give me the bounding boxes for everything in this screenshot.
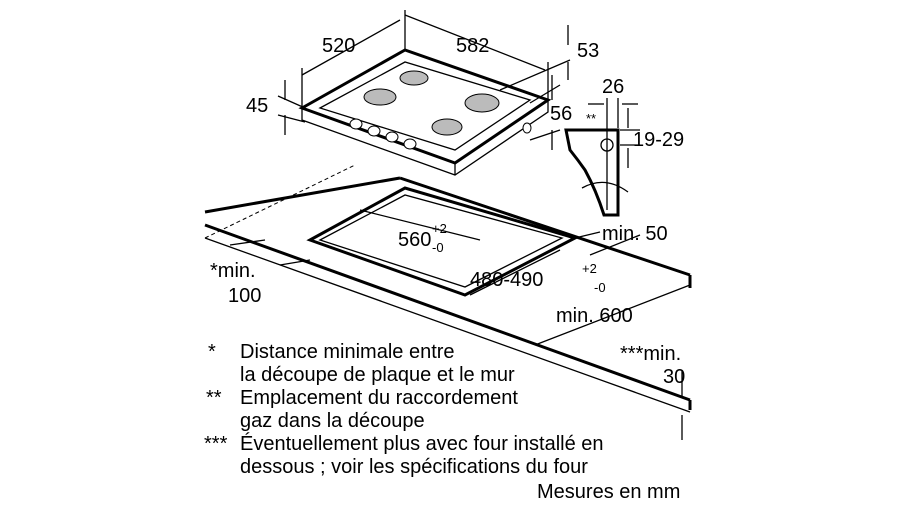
hob-dimension-lines [277, 10, 571, 150]
note-2-line-1: Emplacement du raccordement [240, 387, 518, 409]
dim-min-30-value: 30 [663, 366, 685, 388]
dim-min-600: min. 600 [556, 305, 633, 327]
note-2-marker: ** [206, 387, 222, 409]
dim-cutout-width-tol-plus: +2 [432, 221, 447, 236]
dim-cutout-width-tol-minus: -0 [432, 240, 444, 255]
dim-min-100-label: *min. [210, 260, 256, 282]
note-2-line-2: gaz dans la découpe [240, 410, 425, 432]
note-1-line-2: la découpe de plaque et le mur [240, 364, 515, 386]
note-3-line-1: Éventuellement plus avec four installé e… [240, 432, 604, 455]
dim-56: 56 [550, 103, 572, 125]
units-note: Mesures en mm [537, 481, 680, 503]
worktop-drawing [204, 164, 692, 413]
profile-detail [564, 98, 640, 217]
dim-min-30-label: ***min. [620, 343, 681, 365]
gas-connection-marker: ** [586, 111, 596, 126]
note-3-line-2: dessous ; voir les spécifications du fou… [240, 456, 588, 478]
dim-19-29: 19-29 [633, 129, 684, 151]
hob-drawing [298, 48, 552, 176]
dim-582: 582 [456, 35, 489, 57]
dim-45: 45 [246, 95, 268, 117]
dim-53: 53 [577, 40, 599, 62]
dim-26: 26 [602, 76, 624, 98]
notes: * Distance minimale entre la découpe de … [204, 341, 680, 503]
note-1-marker: * [208, 341, 216, 363]
burners [363, 70, 500, 136]
note-1-line-1: Distance minimale entre [240, 341, 455, 363]
dim-cutout-width: 560 [398, 229, 431, 251]
note-3-marker: *** [204, 433, 228, 455]
dim-min-100-value: 100 [228, 285, 261, 307]
worktop-dimension-lines [229, 209, 691, 440]
dim-cutout-depth: 480-490 [470, 269, 543, 291]
dim-cutout-depth-tol-minus: -0 [594, 280, 606, 295]
dim-520: 520 [322, 35, 355, 57]
dim-min-50: min. 50 [602, 223, 668, 245]
dim-cutout-depth-tol-plus: +2 [582, 261, 597, 276]
knobs [349, 118, 532, 150]
